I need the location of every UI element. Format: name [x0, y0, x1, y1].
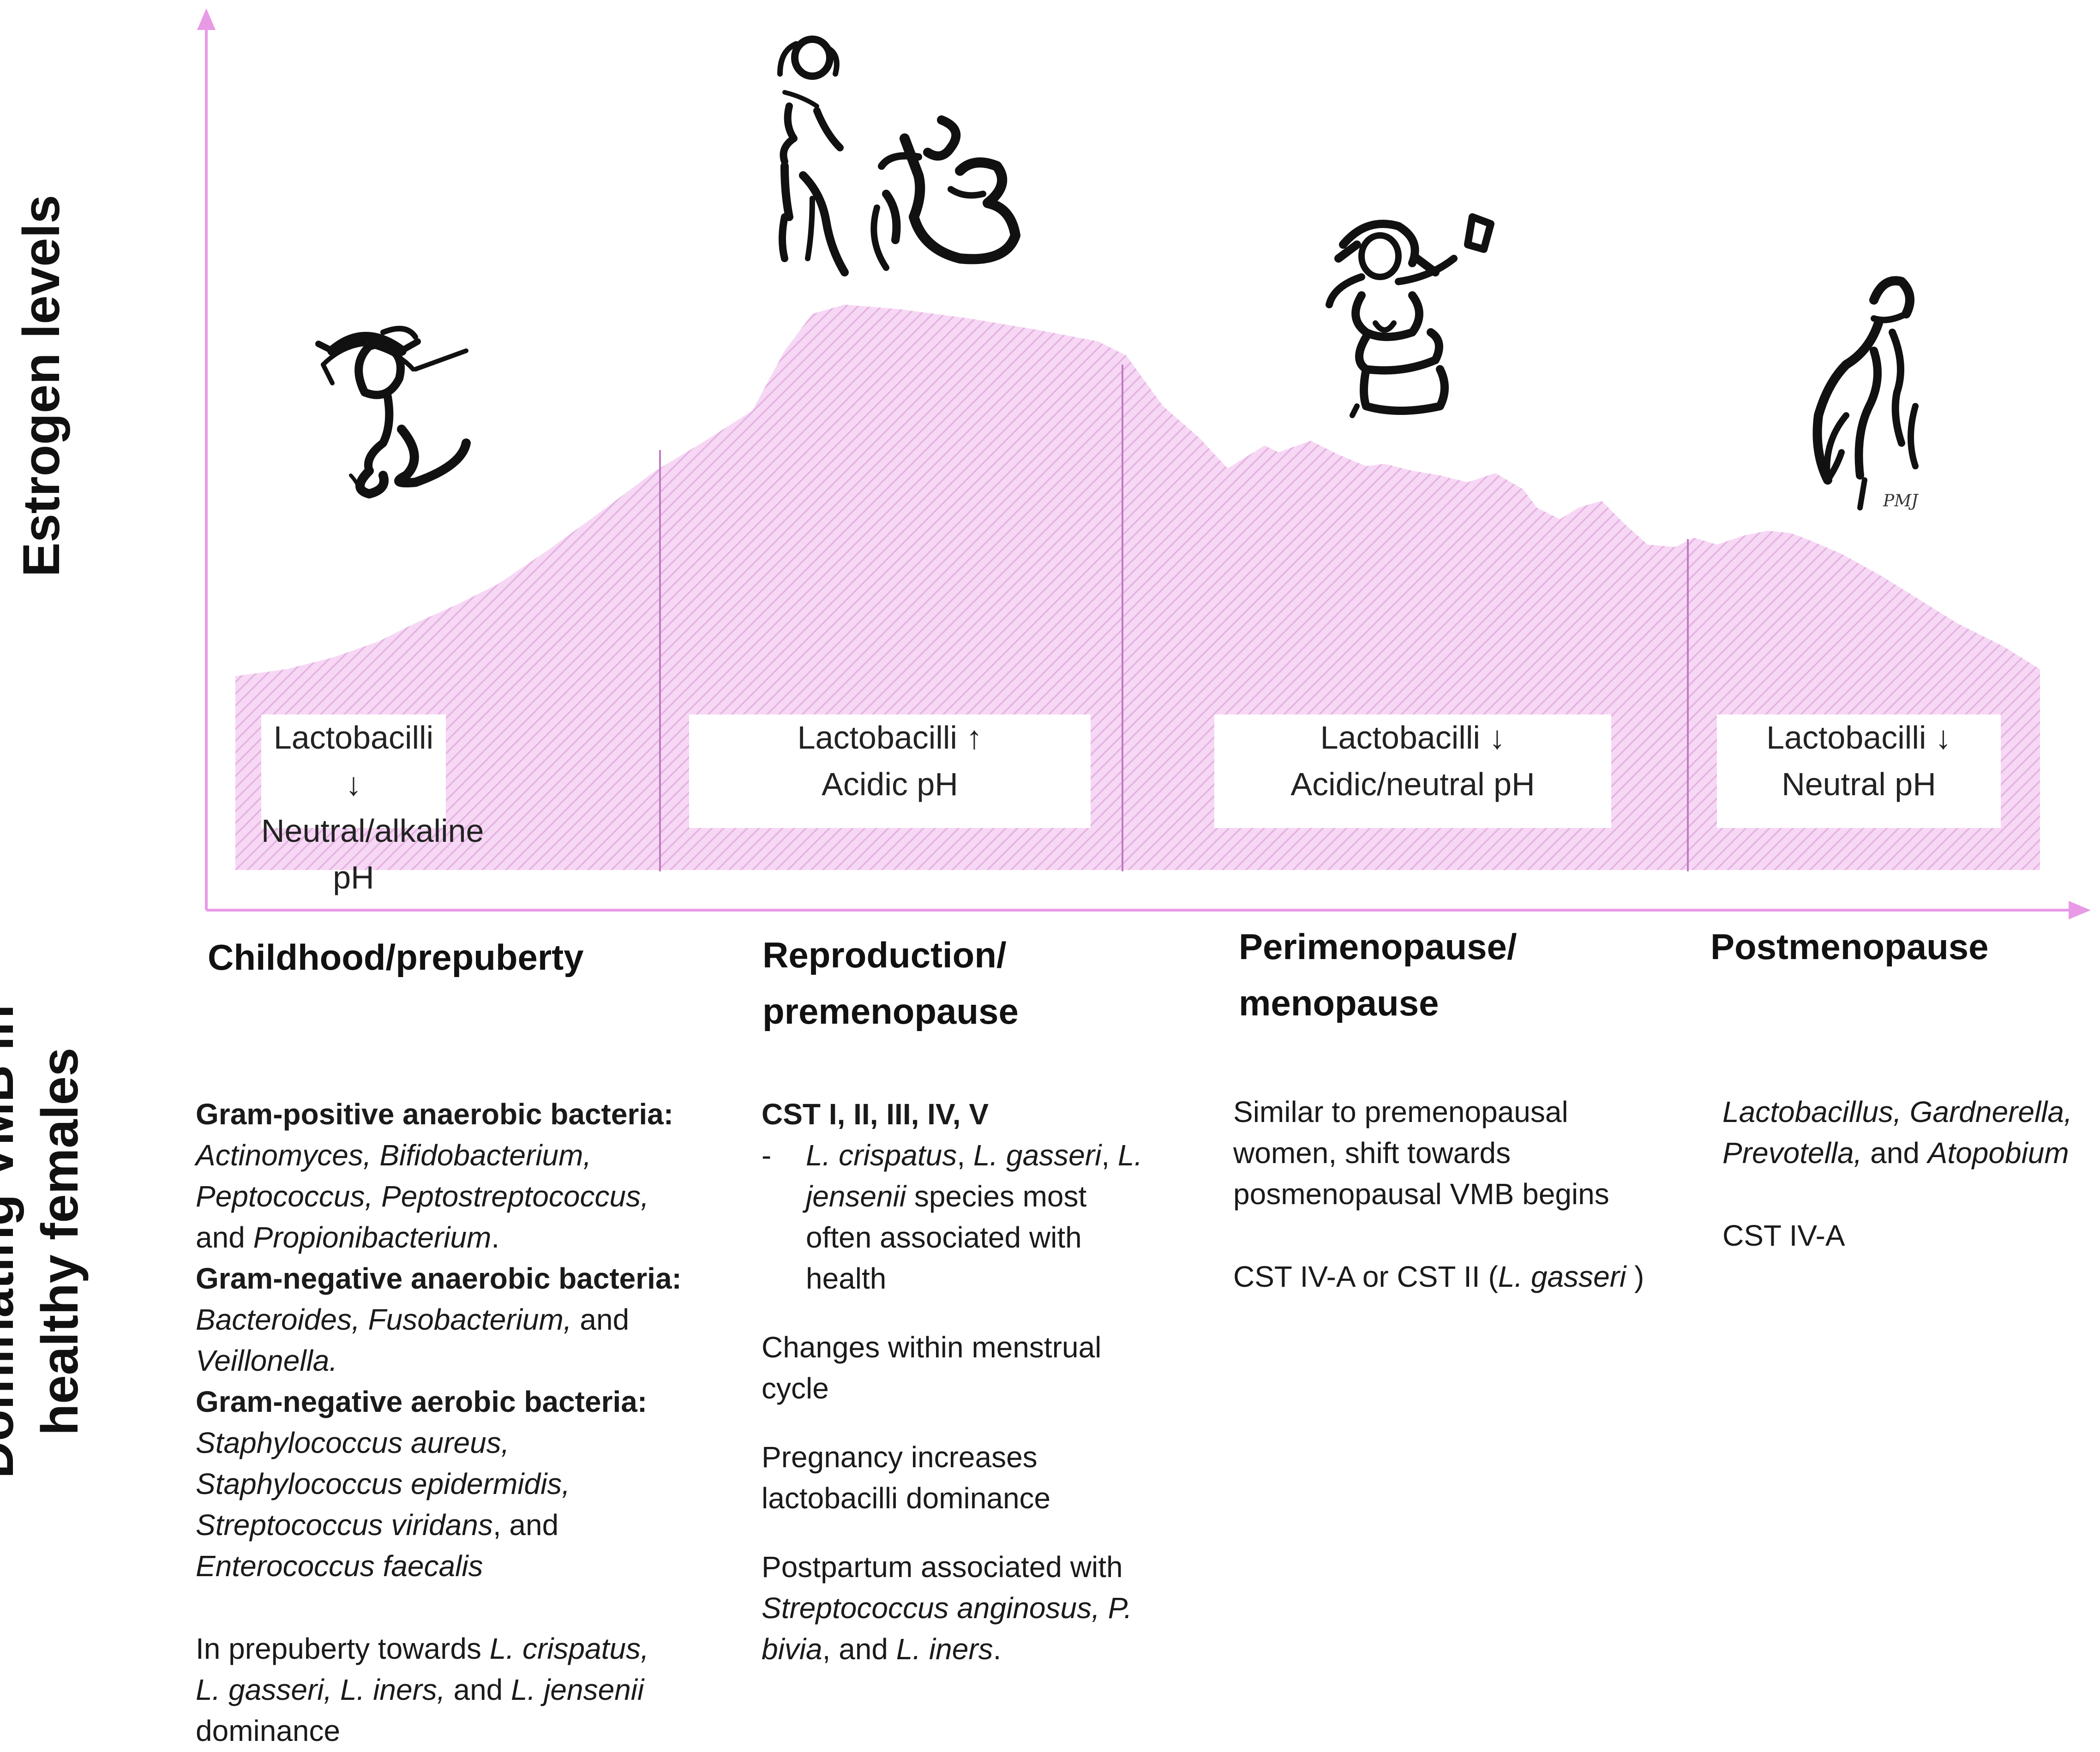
perimenopause-cst: CST IV-A or CST II (L. gasseri ) [1233, 1260, 1644, 1293]
vmb-perimenopause-column: Similar to premenopausal women, shift to… [1233, 1092, 1667, 1297]
vmb-section-label-line1: Dominating VMB in [0, 1004, 24, 1479]
vmb-section-label: Dominating VMB in healthy females [0, 909, 92, 1574]
gram-negative-anaerobic-taxa-line1: Bacteroides, Fusobacterium, and [196, 1303, 630, 1336]
stage-title-reproduction-line2: premenopause [762, 991, 1019, 1032]
gram-positive-heading: Gram-positive anaerobic bacteria: [196, 1098, 674, 1131]
postmenopause-woman-illustration [1812, 276, 1919, 510]
artist-signature: PMJ [1883, 492, 1918, 510]
perimenopause-ph: Acidic/neutral pH [1290, 766, 1535, 802]
vmb-section-label-line2: healthy females [31, 1047, 89, 1436]
perimenopause-lactobacilli: Lactobacilli ↓ [1320, 720, 1506, 756]
reproduction-cst: CST I, II, III, IV, V [762, 1098, 989, 1131]
gram-negative-anaerobic-heading: Gram-negative anaerobic bacteria: [196, 1262, 682, 1295]
postpartum-line3: bivia, and L. iners. [762, 1632, 1002, 1666]
gram-positive-taxa-line1: Actinomyces, Bifidobacterium, [196, 1139, 592, 1172]
childhood-lactobacilli: Lactobacilli ↓ [273, 720, 434, 802]
postmenopause-ph: Neutral pH [1782, 766, 1936, 802]
gram-positive-taxa-line2: Peptococcus, Peptostreptococcus, [196, 1180, 649, 1213]
y-axis-arrowhead [197, 8, 216, 30]
reproduction-species-line3: often associated with [806, 1221, 1082, 1254]
vmb-childhood-column: Gram-positive anaerobic bacteria: Actino… [196, 1094, 713, 1752]
gram-negative-anaerobic-taxa-line2: Veillonella. [196, 1344, 338, 1377]
stage-title-perimenopause-line1: Perimenopause/ [1239, 926, 1517, 967]
stage-title-postmenopause-line1: Postmenopause [1710, 926, 1989, 967]
stage-title-childhood-line1: Childhood/prepuberty [208, 937, 584, 978]
stage-title-perimenopause-line2: menopause [1239, 983, 1439, 1023]
gram-negative-aerobic-taxa-line4: Enterococcus faecalis [196, 1549, 483, 1583]
postmenopause-info-box: Lactobacilli ↓ Neutral pH [1717, 714, 2001, 828]
perimenopause-info-box: Lactobacilli ↓ Acidic/neutral pH [1214, 714, 1611, 828]
x-axis-arrowhead [2069, 901, 2091, 919]
gram-negative-aerobic-taxa-line2: Staphylococcus epidermidis, [196, 1467, 570, 1500]
vmb-postmenopause-column: Lactobacillus, Gardnerella, Prevotella, … [1722, 1092, 2096, 1256]
postmenopause-line2: Prevotella, and Atopobium [1722, 1136, 2069, 1170]
reproduction-species-line2: jensenii species most [806, 1180, 1087, 1213]
prepuberty-line2: L. gasseri, L. iners, and L. jensenii [196, 1673, 644, 1706]
childhood-ph: Neutral/alkaline pH [261, 813, 484, 895]
pregnancy-line1: Pregnancy increases [762, 1440, 1038, 1474]
child-figure-illustration [315, 326, 471, 498]
postmenopause-lactobacilli: Lactobacilli ↓ [1766, 720, 1951, 756]
postmenopause-line1: Lactobacillus, Gardnerella, [1722, 1095, 2072, 1128]
gram-positive-taxa-line3: and Propionibacterium. [196, 1221, 500, 1254]
reproduction-lactobacilli: Lactobacilli ↑ [797, 720, 983, 756]
reproduction-species-line4: health [806, 1262, 887, 1295]
perimenopause-woman-illustration [1326, 213, 1494, 418]
gram-negative-aerobic-taxa-line3: Streptococcus viridans, and [196, 1508, 559, 1542]
stage-title-perimenopause: Perimenopause/ menopause [1239, 918, 1700, 1031]
perimenopause-line1: Similar to premenopausal [1233, 1095, 1568, 1128]
postpartum-line2: Streptococcus anginosus, P. [762, 1591, 1132, 1625]
y-axis-label: Estrogen levels [12, 195, 70, 577]
perimenopause-line3: posmenopausal VMB begins [1233, 1177, 1609, 1211]
childhood-info-box: Lactobacilli ↓ Neutral/alkaline pH [261, 714, 484, 895]
reproduction-ph: Acidic pH [822, 766, 958, 802]
prepuberty-line3: dominance [196, 1714, 341, 1747]
prepuberty-line1: In prepuberty towards L. crispatus, [196, 1632, 649, 1665]
gram-negative-aerobic-heading: Gram-negative aerobic bacteria: [196, 1385, 648, 1418]
reproduction-species-line1: -L. crispatus, L. gasseri, L. [762, 1139, 1143, 1172]
stage-title-postmenopause: Postmenopause [1710, 918, 2080, 975]
reproductive-women-illustration [777, 36, 1020, 276]
perimenopause-line2: women, shift towards [1233, 1136, 1511, 1170]
vmb-reproduction-column: CST I, II, III, IV, V -L. crispatus, L. … [762, 1094, 1205, 1670]
menstrual-line1: Changes within menstrual [762, 1331, 1102, 1364]
stage-title-childhood: Childhood/prepuberty [208, 929, 715, 985]
pregnancy-line2: lactobacilli dominance [762, 1482, 1051, 1515]
postmenopause-cst: CST IV-A [1722, 1219, 1845, 1252]
postpartum-line1: Postpartum associated with [762, 1550, 1123, 1584]
menstrual-line2: cycle [762, 1372, 829, 1405]
gram-negative-aerobic-taxa-line1: Staphylococcus aureus, [196, 1426, 510, 1459]
reproduction-info-box: Lactobacilli ↑ Acidic pH [689, 714, 1091, 828]
stage-title-reproduction-line1: Reproduction/ [762, 935, 1007, 975]
stage-title-reproduction: Reproduction/ premenopause [762, 927, 1224, 1039]
